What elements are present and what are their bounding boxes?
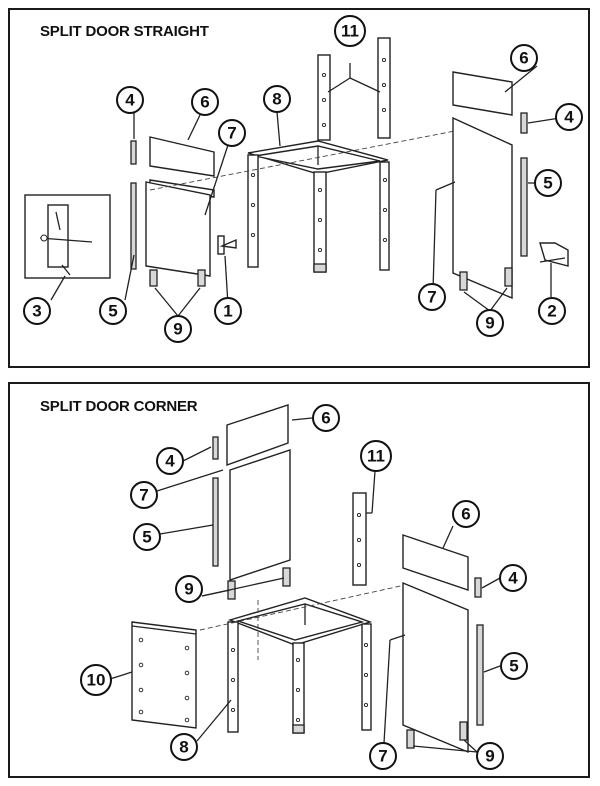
- callout-5-straight-right: 5: [534, 169, 562, 197]
- svg-text:7: 7: [427, 288, 436, 307]
- corner-bracket-11: [352, 492, 367, 586]
- leader-lines: [50, 65, 561, 753]
- right-panel-parts: [452, 71, 569, 300]
- svg-text:5: 5: [142, 528, 151, 547]
- svg-text:2: 2: [547, 302, 556, 321]
- callout-10-corner: 10: [80, 664, 112, 696]
- callout-8-corner: 8: [170, 733, 198, 761]
- callout-4-straight-right: 4: [555, 103, 583, 131]
- side-panel-10: [131, 621, 197, 729]
- svg-text:7: 7: [139, 486, 148, 505]
- svg-text:5: 5: [543, 174, 552, 193]
- callout-1-straight: 1: [214, 297, 242, 325]
- svg-text:1: 1: [223, 302, 232, 321]
- svg-text:9: 9: [184, 580, 193, 599]
- svg-text:4: 4: [564, 108, 574, 127]
- callout-5-straight-left: 5: [99, 297, 127, 325]
- callout-11-corner: 11: [360, 440, 392, 472]
- callout-9-straight-left: 9: [164, 315, 192, 343]
- upright-brackets-11: [317, 37, 391, 141]
- panel-title-straight: SPLIT DOOR STRAIGHT: [40, 23, 209, 40]
- callout-9-corner-right: 9: [476, 742, 504, 770]
- left-panel-parts: [130, 136, 237, 287]
- svg-text:4: 4: [165, 452, 175, 471]
- svg-text:3: 3: [32, 302, 41, 321]
- callout-6-corner-left: 6: [312, 404, 340, 432]
- callout-4-corner-right: 4: [499, 564, 527, 592]
- svg-text:11: 11: [367, 447, 385, 466]
- callout-7-straight-right: 7: [418, 283, 446, 311]
- corner-upper-left-parts: [212, 404, 291, 600]
- callout-5-corner-right: 5: [500, 652, 528, 680]
- svg-text:6: 6: [519, 49, 528, 68]
- callout-2-straight: 2: [538, 297, 566, 325]
- callout-9-corner-left: 9: [175, 575, 203, 603]
- callout-7-corner-left: 7: [130, 481, 158, 509]
- corner-frame-assembly: [199, 584, 406, 734]
- callout-7-straight-left: 7: [218, 119, 246, 147]
- svg-text:6: 6: [321, 409, 330, 428]
- svg-text:7: 7: [227, 124, 236, 143]
- svg-text:4: 4: [125, 91, 135, 110]
- callout-6-straight-left: 6: [191, 88, 219, 116]
- callout-4-corner-left: 4: [156, 447, 184, 475]
- svg-text:9: 9: [485, 314, 494, 333]
- svg-text:9: 9: [485, 747, 494, 766]
- panel-title-corner: SPLIT DOOR CORNER: [40, 398, 198, 415]
- svg-text:9: 9: [173, 320, 182, 339]
- callout-9-straight-right: 9: [476, 309, 504, 337]
- svg-text:11: 11: [341, 22, 359, 41]
- callout-8-straight: 8: [263, 85, 291, 113]
- inset-detail-box: [24, 194, 111, 279]
- svg-text:5: 5: [509, 657, 518, 676]
- svg-text:6: 6: [200, 93, 209, 112]
- svg-text:10: 10: [87, 671, 106, 690]
- svg-text:5: 5: [108, 302, 117, 321]
- corner-right-parts: [402, 534, 484, 754]
- svg-text:7: 7: [378, 747, 387, 766]
- callout-3-straight: 3: [23, 297, 51, 325]
- svg-text:8: 8: [272, 90, 281, 109]
- callout-11-straight: 11: [334, 15, 366, 47]
- svg-text:4: 4: [508, 569, 518, 588]
- callout-7-corner-right: 7: [369, 742, 397, 770]
- callout-4-straight-left: 4: [116, 86, 144, 114]
- svg-text:8: 8: [179, 738, 188, 757]
- callout-6-straight-right: 6: [510, 44, 538, 72]
- frame-assembly: [149, 129, 461, 273]
- svg-text:6: 6: [461, 505, 470, 524]
- callout-5-corner-left: 5: [133, 523, 161, 551]
- callout-6-corner-right: 6: [452, 500, 480, 528]
